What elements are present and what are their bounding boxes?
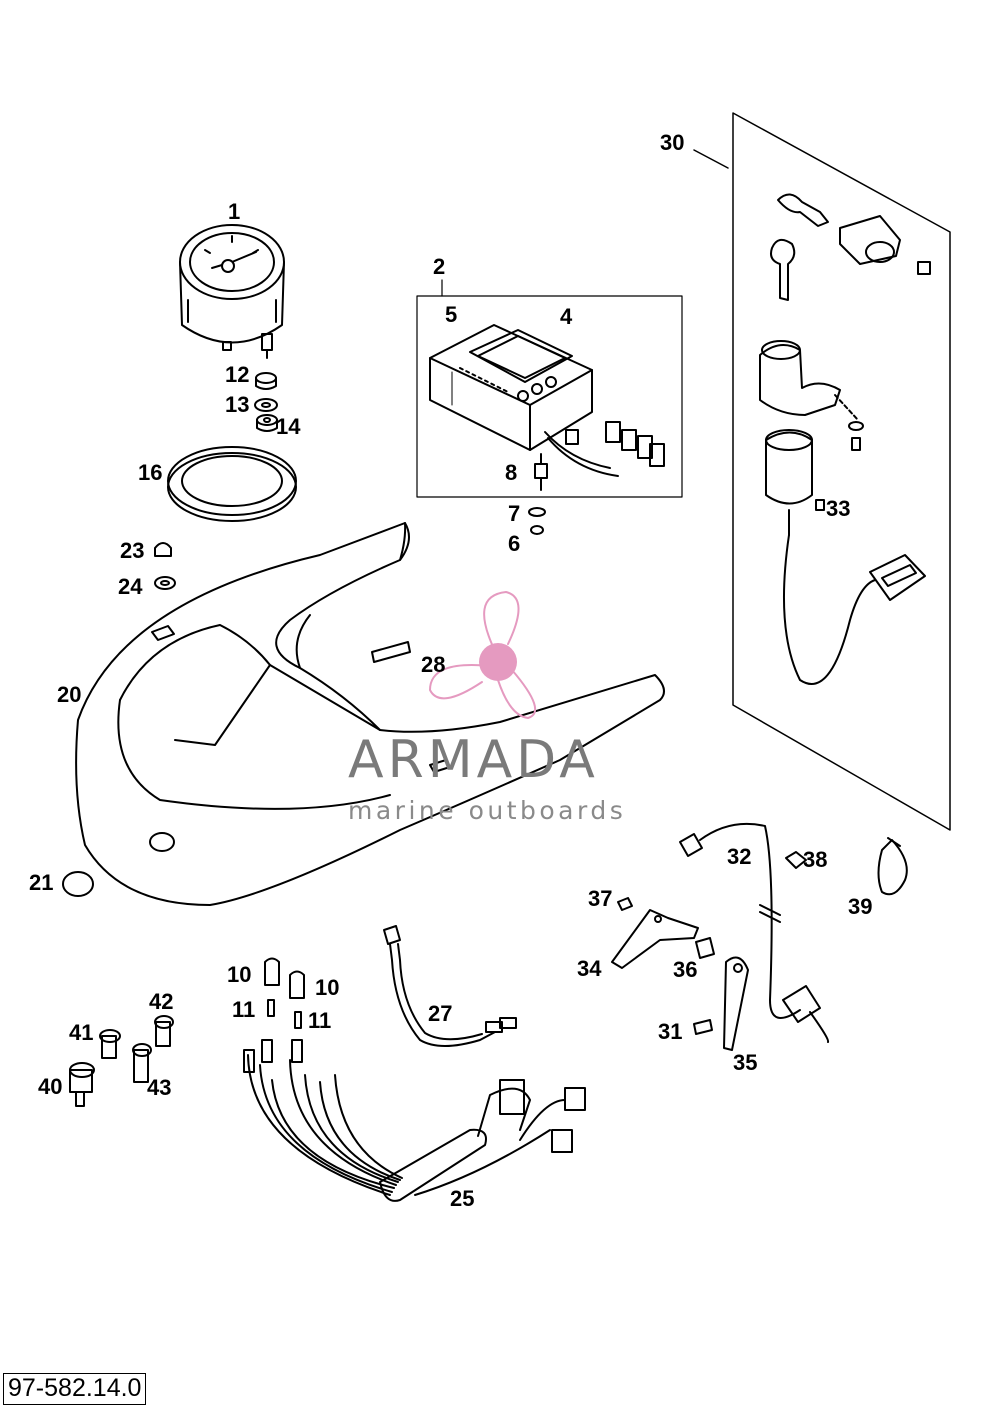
plug-cap-part — [62, 871, 94, 897]
callout-37: 37 — [588, 886, 613, 911]
brand-tagline: marine outboards — [348, 796, 627, 825]
callout-34: 34 — [577, 956, 602, 981]
callout-27: 27 — [428, 1001, 453, 1026]
hose-clamp-part — [877, 837, 908, 896]
callout-20: 20 — [57, 682, 82, 707]
callout-39: 39 — [848, 894, 873, 919]
callout-11-right: 11 — [308, 1008, 332, 1033]
gauge-part — [179, 224, 285, 359]
cap-nut-and-washer — [154, 542, 176, 590]
callout-8: 8 — [505, 460, 518, 485]
callout-41: 41 — [69, 1020, 94, 1045]
nut-and-washer-parts — [254, 372, 278, 432]
callout-25: 25 — [450, 1186, 475, 1211]
display-assembly-frame — [416, 295, 683, 498]
callout-31: 31 — [658, 1019, 683, 1044]
callout-10-left: 10 — [227, 962, 252, 987]
diagram-code-label: 97-582.14.0 — [3, 1373, 147, 1405]
ignition-kit-panel — [693, 112, 951, 831]
callout-10-right: 10 — [315, 975, 340, 1000]
callout-28: 28 — [421, 652, 446, 677]
callout-35: 35 — [733, 1050, 758, 1075]
speedo-cable-part — [383, 925, 517, 1047]
callout-6: 6 — [508, 531, 521, 556]
callout-11-left: 11 — [232, 997, 256, 1022]
callout-7: 7 — [508, 501, 521, 526]
callout-30: 30 — [660, 130, 685, 155]
console-housing-part — [75, 522, 665, 906]
mount-stud-part — [528, 453, 548, 535]
callout-33: 33 — [826, 496, 851, 521]
mounting-bracket-part — [611, 897, 749, 1051]
callout-4: 4 — [560, 304, 573, 329]
callout-2: 2 — [433, 254, 446, 279]
callout-12: 12 — [225, 362, 250, 387]
brand-name: ARMADA — [348, 730, 599, 790]
callout-13: 13 — [225, 392, 250, 417]
callout-36: 36 — [673, 957, 698, 982]
callout-24: 24 — [118, 574, 143, 599]
callout-1: 1 — [228, 199, 241, 224]
callout-32: 32 — [727, 844, 752, 869]
brand-logo-icon — [429, 591, 537, 719]
callout-21: 21 — [29, 870, 54, 895]
callout-42: 42 — [149, 989, 174, 1014]
small-nut-part — [785, 851, 807, 869]
callout-16: 16 — [138, 460, 163, 485]
bezel-ring-part — [167, 446, 297, 522]
callout-23: 23 — [120, 538, 145, 563]
callout-38: 38 — [803, 847, 828, 872]
callout-5: 5 — [445, 302, 458, 327]
callout-40: 40 — [38, 1074, 63, 1099]
wiring-harness-part — [243, 1039, 586, 1202]
connector-housing-parts — [264, 957, 305, 1029]
sensor-cable-part — [679, 822, 830, 1043]
blanking-plug-parts — [69, 1015, 174, 1107]
callout-43: 43 — [147, 1075, 172, 1100]
callout-14: 14 — [276, 414, 301, 439]
display-module-part — [429, 324, 665, 477]
